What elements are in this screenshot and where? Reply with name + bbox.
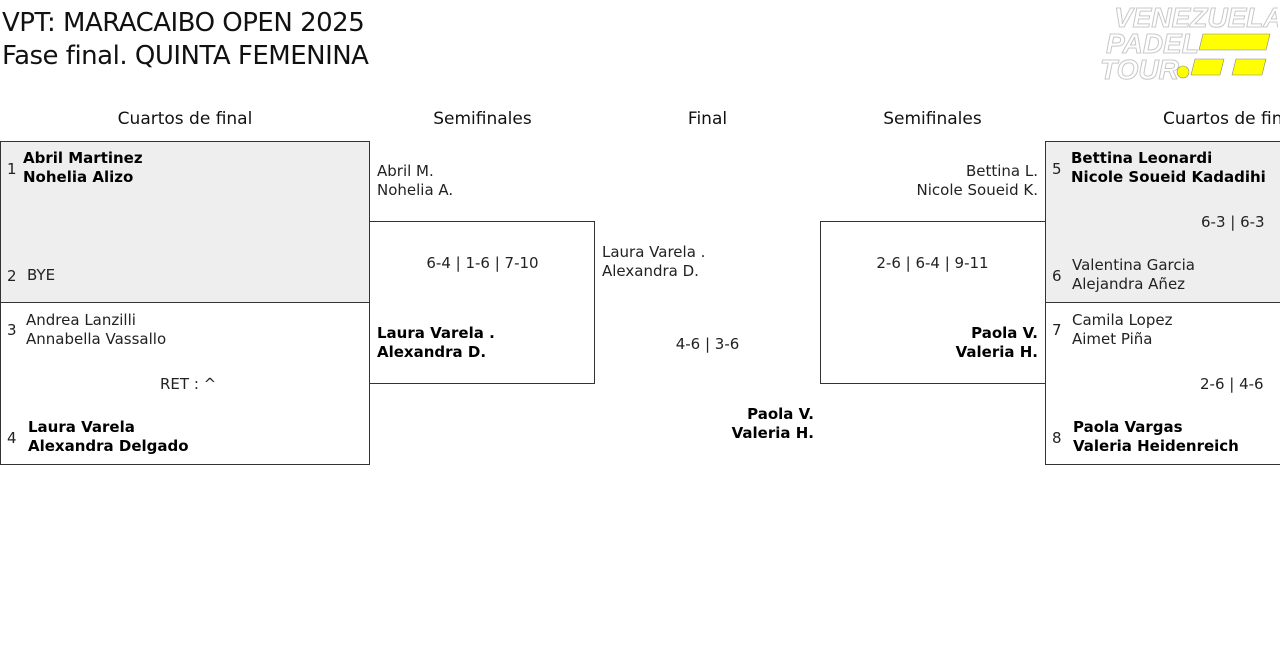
match-score: 2-6 | 4-6	[1200, 375, 1264, 393]
right-qf-match-2	[1045, 302, 1280, 465]
team-a-player-1: Bettina L.	[965, 162, 1038, 180]
team-b-player-1: Paola Vargas	[1073, 418, 1183, 436]
seed-number: 8	[1052, 429, 1062, 447]
round-left-semifinals: Semifinales	[433, 109, 532, 129]
logo-word-1: VENEZUELA	[1114, 2, 1278, 33]
page-subtitle: Fase final. QUINTA FEMENINA	[2, 41, 369, 71]
team-b-bye: BYE	[27, 266, 56, 284]
round-right-quarterfinals: Cuartos de fin	[1163, 109, 1280, 129]
team-a-player-2: Aimet Piña	[1072, 330, 1153, 348]
team-a-player-1: Bettina Leonardi	[1071, 149, 1213, 167]
team-b-player-2: Alexandra Delgado	[28, 437, 189, 455]
seed-number: 1	[7, 160, 17, 178]
team-a-player-1: Camila Lopez	[1072, 311, 1173, 329]
team-a-player-1: Abril Martinez	[23, 149, 143, 167]
final-team-b-player-1: Paola V.	[747, 405, 814, 423]
vpt-logo: VENEZUELA PADEL TOUR	[1100, 2, 1280, 86]
team-a-player-2: Annabella Vassallo	[26, 330, 167, 348]
team-b-player-2: Valeria Heidenreich	[1073, 437, 1239, 455]
logo-word-3: TOUR	[1100, 54, 1180, 82]
team-b-player-2: Alexandra D.	[377, 343, 487, 361]
team-b-player-1: Valentina Garcia	[1072, 256, 1195, 274]
round-left-quarterfinals: Cuartos de final	[117, 109, 253, 129]
team-a-player-2: Nicole Soueid Kadadihi	[1071, 168, 1266, 186]
match-score: 6-4 | 1-6 | 7-10	[426, 254, 539, 272]
team-a-player-2: Nicole Soueid K.	[916, 181, 1038, 199]
seed-number: 2	[7, 267, 17, 285]
team-b-player-1: Laura Varela .	[377, 324, 495, 342]
team-b-player-2: Alejandra Añez	[1072, 275, 1186, 293]
round-right-semifinals: Semifinales	[883, 109, 982, 129]
left-sf-match	[369, 221, 595, 384]
final-team-a-player-1: Laura Varela .	[602, 243, 706, 261]
final-team-b-player-2: Valeria H.	[731, 424, 814, 442]
final-score: 4-6 | 3-6	[675, 335, 740, 353]
page-title: VPT: MARACAIBO OPEN 2025	[2, 8, 365, 38]
final-team-a-player-2: Alexandra D.	[602, 262, 699, 280]
seed-number: 7	[1052, 321, 1062, 339]
match-score: RET : ^	[160, 375, 217, 393]
left-qf-match-1	[0, 141, 370, 303]
seed-number: 6	[1052, 267, 1062, 285]
seed-number: 5	[1052, 160, 1062, 178]
match-score: 2-6 | 6-4 | 9-11	[876, 254, 989, 272]
logo-word-2: PADEL	[1106, 28, 1199, 59]
team-a-player-1: Abril M.	[377, 162, 434, 180]
team-a-player-2: Nohelia Alizo	[23, 168, 134, 186]
team-a-player-1: Andrea Lanzilli	[26, 311, 136, 329]
team-b-player-1: Laura Varela	[28, 418, 135, 436]
team-b-player-2: Valeria H.	[955, 343, 1038, 361]
team-a-player-2: Nohelia A.	[377, 181, 454, 199]
seed-number: 3	[7, 321, 17, 339]
right-qf-match-1	[1045, 141, 1280, 303]
round-final: Final	[687, 109, 728, 129]
seed-number: 4	[7, 429, 17, 447]
team-b-player-1: Paola V.	[971, 324, 1038, 342]
match-score: 6-3 | 6-3	[1201, 213, 1265, 231]
